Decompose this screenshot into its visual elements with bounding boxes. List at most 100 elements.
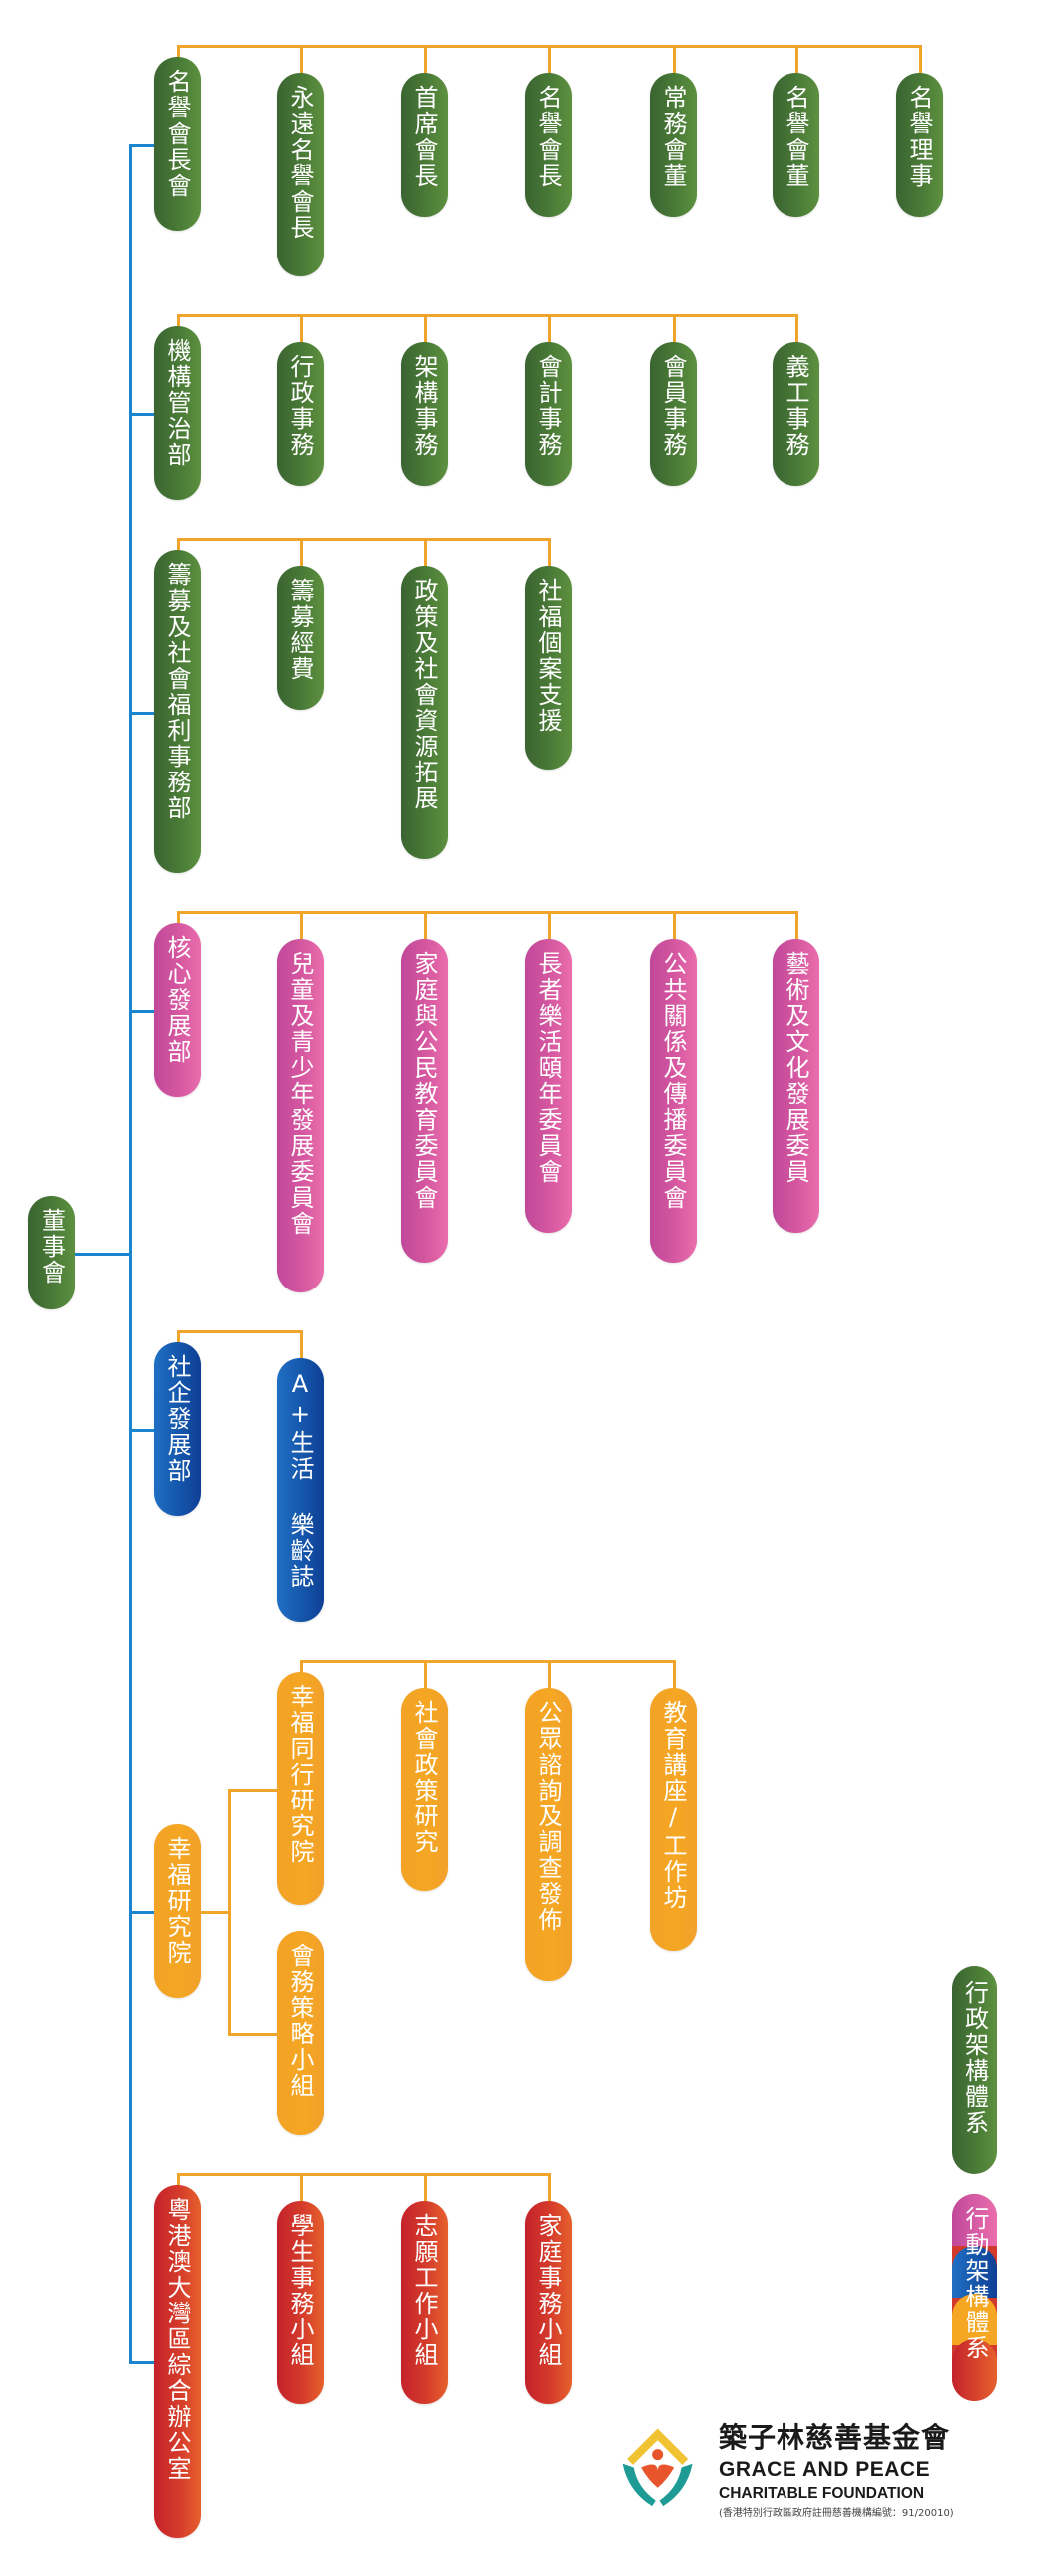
branch-drop <box>548 2173 551 2201</box>
sub-unit-node[interactable]: 幸福同行研究院 <box>276 1672 324 1905</box>
branch-bar <box>177 2173 550 2176</box>
child-node-label: 永遠名譽會長 <box>286 85 314 241</box>
branch-drop <box>548 1660 551 1688</box>
department-node[interactable]: 核心發展部 <box>153 923 201 1097</box>
branch-drop <box>424 911 427 939</box>
child-node[interactable]: 長者樂活頤年委員會 <box>524 939 572 1233</box>
child-node[interactable]: 義工事務 <box>772 342 819 486</box>
child-node[interactable]: 社會政策研究 <box>400 1688 448 1891</box>
branch-drop <box>673 1660 676 1688</box>
child-node[interactable]: 志願工作小組 <box>400 2201 448 2404</box>
child-node-label: 名譽理事 <box>905 85 933 189</box>
child-node[interactable]: 學生事務小組 <box>276 2201 324 2404</box>
child-node[interactable]: 首席會長 <box>400 73 448 217</box>
branch-drop <box>548 538 551 566</box>
child-node[interactable]: 架構事務 <box>400 342 448 486</box>
child-node[interactable]: 教育講座/工作坊 <box>649 1688 697 1951</box>
branch-drop <box>300 2173 303 2201</box>
child-node[interactable]: 藝術及文化發展委員 <box>772 939 819 1233</box>
branch-drop <box>919 45 922 73</box>
child-node-label: 名譽會董 <box>782 85 809 189</box>
branch-drop <box>548 911 551 939</box>
legend-band-orange <box>952 2293 997 2345</box>
child-node[interactable]: 行政事務 <box>276 342 324 486</box>
branch-drop <box>300 1330 303 1358</box>
sub-unit-connector <box>200 1911 229 1914</box>
root-board-node[interactable]: 董事會 <box>28 1196 75 1309</box>
child-node[interactable]: 社福個案支援 <box>524 566 572 770</box>
child-node-label: 常務會董 <box>659 85 687 189</box>
branch-drop <box>673 314 676 342</box>
branch-drop <box>673 911 676 939</box>
dept-connector <box>129 1010 154 1013</box>
child-node-label: A+生活 樂齡誌 <box>286 1370 314 1590</box>
child-node-label: 社會政策研究 <box>410 1700 438 1855</box>
sub-unit-node[interactable]: 會務策略小組 <box>276 1931 324 2135</box>
branch-drop <box>424 538 427 566</box>
dept-connector <box>129 1911 154 1914</box>
department-node-label: 核心發展部 <box>163 935 191 1065</box>
child-node[interactable]: 公共關係及傳播委員會 <box>649 939 697 1263</box>
sub-unit-connector <box>228 1789 277 1792</box>
branch-drop <box>177 314 180 326</box>
child-node[interactable]: 公眾諮詢及調查發佈 <box>524 1688 572 1981</box>
branch-bar <box>177 911 797 914</box>
child-node-label: 兒童及青少年發展委員會 <box>286 951 314 1237</box>
department-node[interactable]: 籌募及社會福利事務部 <box>153 550 201 873</box>
branch-drop <box>300 538 303 566</box>
branch-drop <box>548 45 551 73</box>
department-node[interactable]: 粵港澳大灣區綜合辦公室 <box>153 2185 201 2538</box>
branch-drop <box>177 911 180 923</box>
child-node[interactable]: 家庭與公民教育委員會 <box>400 939 448 1263</box>
logo-name-en-1: GRACE AND PEACE <box>719 2458 931 2481</box>
logo-registration: (香港特別行政區政府註冊慈善機構編號：91/20010) <box>719 2508 954 2519</box>
branch-drop <box>177 538 180 550</box>
child-node-label: 學生事務小組 <box>286 2213 314 2368</box>
child-node[interactable]: 永遠名譽會長 <box>276 73 324 276</box>
child-node[interactable]: 政策及社會資源拓展 <box>400 566 448 859</box>
child-node-label: 名譽會長 <box>534 85 562 189</box>
child-node-label: 會員事務 <box>659 354 687 458</box>
child-node-label: 公眾諮詢及調查發佈 <box>534 1700 562 1933</box>
child-node-label: 首席會長 <box>410 85 438 189</box>
root-board-node-label: 董事會 <box>37 1208 66 1286</box>
department-node[interactable]: 機構管治部 <box>153 326 201 500</box>
child-node-label: 家庭與公民教育委員會 <box>410 951 438 1211</box>
child-node-label: 行政事務 <box>286 354 314 458</box>
department-node-label: 粵港澳大灣區綜合辦公室 <box>163 2197 191 2482</box>
child-node[interactable]: 會計事務 <box>524 342 572 486</box>
child-node[interactable]: 家庭事務小組 <box>524 2201 572 2404</box>
branch-drop <box>424 2173 427 2201</box>
branch-drop <box>424 45 427 73</box>
branch-drop <box>300 911 303 939</box>
branch-drop <box>795 911 798 939</box>
branch-bar <box>177 314 797 317</box>
child-node[interactable]: A+生活 樂齡誌 <box>276 1358 324 1622</box>
sub-unit-connector <box>228 1789 231 2035</box>
legend-admin-system: 行政架構體系 <box>952 1966 997 2174</box>
child-node-label: 社福個案支援 <box>534 578 562 734</box>
dept-connector <box>129 712 154 715</box>
child-node[interactable]: 籌募經費 <box>276 566 324 710</box>
branch-bar <box>177 538 550 541</box>
branch-drop <box>177 1330 180 1342</box>
branch-drop <box>300 45 303 73</box>
child-node[interactable]: 名譽理事 <box>895 73 943 217</box>
child-node[interactable]: 會員事務 <box>649 342 697 486</box>
legend-action-system: 行動架構體系 <box>952 2194 997 2401</box>
department-node[interactable]: 名譽會長會 <box>153 57 201 231</box>
child-node[interactable]: 名譽會長 <box>524 73 572 217</box>
child-node-label: 義工事務 <box>782 354 809 458</box>
department-node[interactable]: 社企發展部 <box>153 1342 201 1516</box>
department-node-label: 名譽會長會 <box>163 69 191 199</box>
department-node[interactable]: 幸福研究院 <box>153 1824 201 1998</box>
child-node[interactable]: 常務會董 <box>649 73 697 217</box>
logo-name-zh: 築子林慈善基金會 <box>719 2421 951 2454</box>
child-node-label: 教育講座/工作坊 <box>659 1700 687 1911</box>
child-node[interactable]: 兒童及青少年發展委員會 <box>276 939 324 1292</box>
child-node-label: 會計事務 <box>534 354 562 458</box>
branch-bar <box>177 1330 302 1333</box>
department-node-label: 籌募及社會福利事務部 <box>163 562 191 821</box>
child-node[interactable]: 名譽會董 <box>772 73 819 217</box>
